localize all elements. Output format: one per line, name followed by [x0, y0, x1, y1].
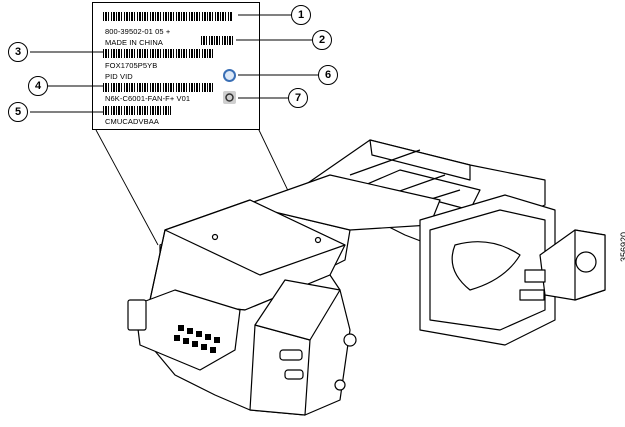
figure-id: 356920 [619, 232, 625, 263]
callout-3: 3 [8, 42, 28, 62]
part-number: 800-39502-01 05 + [105, 27, 171, 36]
pid-vid-value: N6K-C6001-FAN-F+ V01 [105, 94, 191, 103]
callout-1: 1 [291, 5, 311, 25]
callout-4: 4 [28, 76, 48, 96]
callout-7: 7 [288, 88, 308, 108]
callout-6: 6 [318, 65, 338, 85]
barcode-1 [103, 12, 233, 21]
serial-number: FOX1705P5YB [105, 61, 158, 70]
recycle-10-icon [223, 69, 236, 82]
callout-2: 2 [312, 30, 332, 50]
callout-5: 5 [8, 102, 28, 122]
made-in-text: MADE IN CHINA [105, 38, 163, 47]
product-label: 800-39502-01 05 + MADE IN CHINA FOX1705P… [92, 2, 260, 130]
clei-code: CMUCADVBAA [105, 117, 159, 126]
barcode-5 [103, 106, 171, 115]
compliance-mark-icon [223, 91, 236, 104]
barcode-4 [103, 83, 215, 92]
barcode-2 [201, 36, 235, 45]
pid-vid-caption: PID VID [105, 72, 133, 81]
barcode-3 [103, 49, 215, 58]
